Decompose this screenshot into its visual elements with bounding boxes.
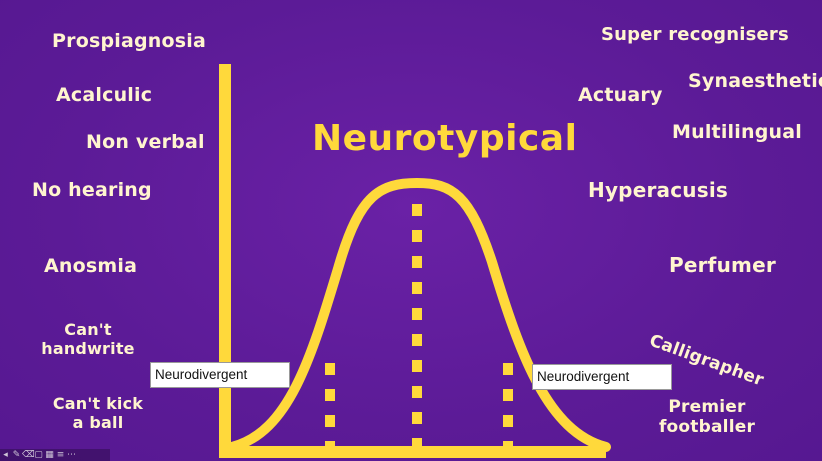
label-prospiagnosia: Prospiagnosia <box>52 30 207 52</box>
label-anosmia: Anosmia <box>44 255 138 277</box>
label-non-verbal: Non verbal <box>86 131 205 153</box>
neurodivergent-box-left: Neurodivergent <box>150 362 290 388</box>
label-no-hearing: No hearing <box>32 179 152 201</box>
bell-curve <box>227 177 611 452</box>
label-acalculic: Acalculic <box>56 84 153 106</box>
label-cant-kick-line1: Can't kick <box>52 394 144 413</box>
label-multilingual: Multilingual <box>672 121 802 143</box>
neurodivergent-box-right: Neurodivergent <box>532 364 672 390</box>
label-cant-handwrite-line2: handwrite <box>41 339 135 359</box>
eraser-icon[interactable]: ⌫ <box>22 450 35 460</box>
label-cant-kick-a-ball: Can't kick a ball <box>50 394 146 432</box>
menu-icon[interactable]: ≡ <box>56 450 65 460</box>
label-cant-handwrite: Can't handwrite <box>40 320 136 358</box>
label-cant-handwrite-line1: Can't <box>64 320 112 339</box>
label-actuary: Actuary <box>578 84 663 106</box>
pen-icon[interactable]: ✎ <box>12 450 21 460</box>
label-perfumer: Perfumer <box>669 253 776 277</box>
grid-icon[interactable]: ▦ <box>45 450 54 460</box>
label-cant-kick-line2: a ball <box>72 413 124 433</box>
label-hyperacusis: Hyperacusis <box>588 178 728 202</box>
screen-icon[interactable]: ▢ <box>34 450 43 460</box>
label-premier-footballer-line1: Premier <box>668 397 746 417</box>
label-synaesthetic: Synaesthetic <box>688 70 822 92</box>
more-icon[interactable]: ⋯ <box>67 450 76 460</box>
diagram-title: Neurotypical <box>312 118 578 159</box>
arrow-icon[interactable]: ◂ <box>3 450 8 460</box>
label-premier-footballer-line2: footballer <box>658 417 756 438</box>
label-super-recognisers: Super recognisers <box>601 24 789 45</box>
label-premier-footballer: Premier footballer <box>655 397 759 438</box>
presentation-toolbar: ◂ ✎⌫▢▦≡⋯ <box>0 449 110 461</box>
